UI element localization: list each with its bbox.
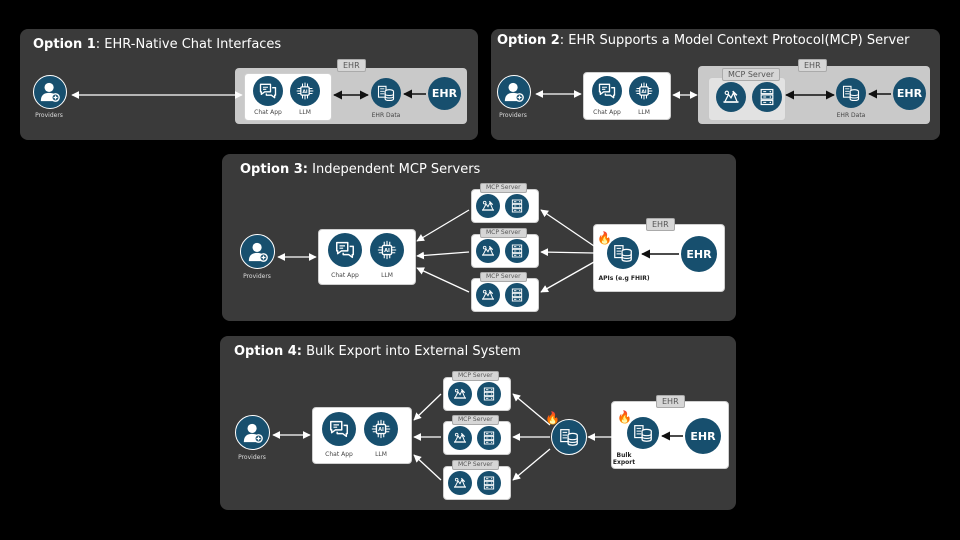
chat-app-label: Chat App: [325, 451, 353, 458]
chat-app-icon: [322, 412, 356, 446]
external-db-icon: [551, 419, 587, 455]
server-icon: [477, 426, 501, 450]
bulk-export-db-icon: [627, 417, 659, 449]
ehr-data-label: EHR Data: [836, 112, 866, 119]
server-icon: [505, 283, 529, 307]
apis-label: APIs (e.g FHIR): [598, 275, 650, 282]
server-icon: [477, 382, 501, 406]
llm-ai-icon: [629, 76, 659, 106]
ehr-tag: EHR: [798, 59, 827, 72]
providers-user-icon: [497, 75, 531, 109]
chat-app-icon: [592, 76, 622, 106]
ehr-data-icon: [371, 78, 401, 108]
ehr-data-icon: [836, 78, 866, 108]
fire-icon: 🔥: [617, 410, 632, 424]
server-icon: [752, 82, 782, 112]
providers-label: Providers: [499, 112, 527, 119]
chat-app-label: Chat App: [593, 109, 621, 116]
chat-app-icon: [253, 76, 283, 106]
chat-app-icon: [328, 233, 362, 267]
ehr-tag: EHR: [337, 59, 366, 72]
mcp-server-tag: MCP Server: [722, 68, 781, 81]
providers-label: Providers: [238, 454, 266, 461]
chat-app-label: Chat App: [331, 272, 359, 279]
mcp-server-tag-3: MCP Server: [480, 272, 527, 282]
llm-label: LLM: [375, 451, 387, 458]
ehr-tag: EHR: [646, 218, 675, 231]
llm-ai-icon: [364, 412, 398, 446]
fire-icon: 🔥: [597, 231, 612, 245]
chat-app-label: Chat App: [254, 109, 282, 116]
llm-label: LLM: [299, 109, 311, 116]
providers-user-icon: [235, 415, 270, 450]
tools-icon: [476, 283, 500, 307]
mcp-server-tag-2: MCP Server: [480, 228, 527, 238]
option4-title: Option 4: Bulk Export into External Syst…: [234, 344, 521, 359]
ehr-node: EHR: [428, 77, 461, 110]
tools-icon: [448, 382, 472, 406]
ehr-node: EHR: [893, 77, 926, 110]
tools-icon: [476, 239, 500, 263]
api-db-icon: [607, 237, 639, 269]
mcp-server-tag-1: MCP Server: [452, 371, 499, 381]
llm-ai-icon: [290, 76, 320, 106]
server-icon: [505, 194, 529, 218]
llm-ai-icon: [370, 233, 404, 267]
ehr-tag: EHR: [656, 395, 685, 408]
option3-title: Option 3: Independent MCP Servers: [240, 162, 481, 177]
mcp-server-tag-3: MCP Server: [452, 460, 499, 470]
tools-icon: [448, 471, 472, 495]
server-icon: [505, 239, 529, 263]
mcp-server-tag-2: MCP Server: [452, 415, 499, 425]
option2-title: Option 2: EHR Supports a Model Context P…: [497, 33, 910, 48]
tools-icon: [448, 426, 472, 450]
option1-title: Option 1: EHR-Native Chat Interfaces: [33, 37, 282, 52]
providers-user-icon: [33, 75, 67, 109]
llm-label: LLM: [381, 272, 393, 279]
mcp-server-tag-1: MCP Server: [480, 183, 527, 193]
server-icon: [477, 471, 501, 495]
providers-label: Providers: [243, 273, 271, 280]
ehr-data-label: EHR Data: [371, 112, 401, 119]
providers-label: Providers: [35, 112, 63, 119]
providers-user-icon: [240, 234, 275, 269]
bulk-export-label: Bulk Export: [612, 452, 636, 466]
ehr-node: EHR: [681, 236, 717, 272]
llm-label: LLM: [638, 109, 650, 116]
ehr-node: EHR: [685, 418, 721, 454]
tools-icon: [476, 194, 500, 218]
tools-icon: [716, 82, 746, 112]
